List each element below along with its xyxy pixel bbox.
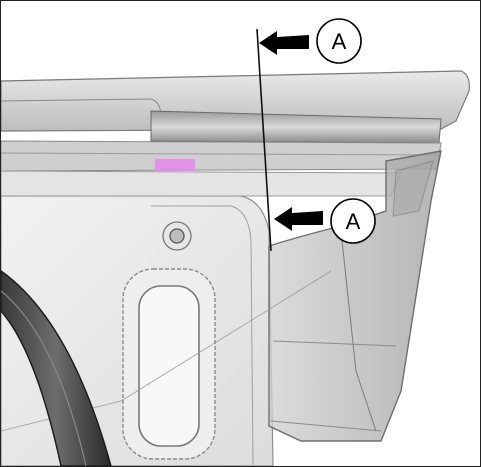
top-beam-edge [1,98,162,114]
tire [1,270,112,466]
section-line [256,28,272,252]
callout-label: A [346,209,361,234]
panel-diagonal [120,270,332,402]
callout-label: A [332,29,347,54]
bracket-rib [272,340,397,347]
rail-flange [1,170,402,197]
top-beam [1,70,470,132]
bracket-crease [340,230,377,432]
callout-a-bottom: A [330,198,376,244]
rail-groove [1,152,438,156]
bracket-upper-flange [392,160,434,217]
rail-lower [1,140,442,172]
panel-contour [151,205,254,466]
arrow-icon [259,31,309,55]
bracket-bottom-edge [270,420,382,432]
tire-tread-line [1,290,87,466]
callout-a-top: A [316,18,362,64]
bolt-hole-inner [169,228,185,244]
arrow-icon [274,207,323,231]
oval-slot-inner [138,285,200,447]
highlight-strip [155,159,195,171]
